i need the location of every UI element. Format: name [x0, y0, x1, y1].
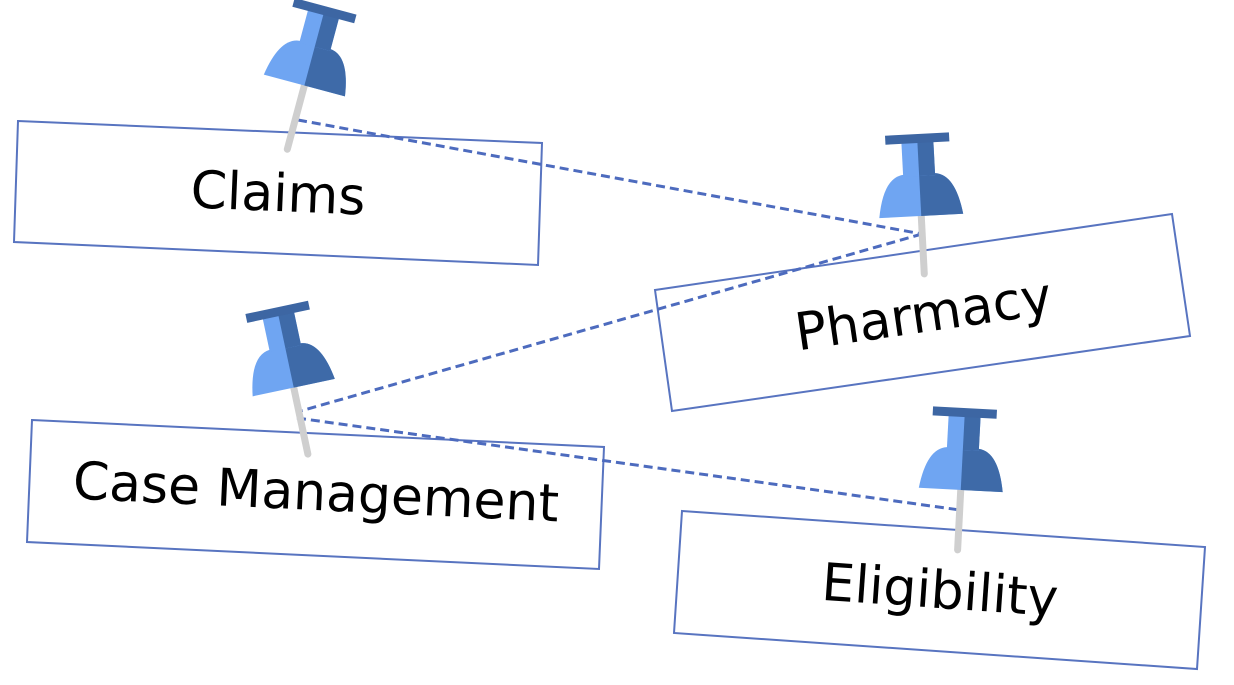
connector-pharmacy-case-management: [296, 232, 923, 414]
connectors: [296, 118, 961, 512]
pushpin-icon: [879, 132, 964, 278]
card-eligibility: Eligibility: [672, 509, 1207, 671]
card-eligibility-box: [672, 509, 1207, 671]
card-pharmacy: Pharmacy: [653, 212, 1192, 413]
card-claims: Claims: [12, 119, 544, 267]
pushpin-icon: [918, 406, 1003, 554]
pushpin-icon: [263, 0, 357, 153]
card-case-management-box: [25, 418, 606, 571]
card-claims-box: [12, 119, 544, 267]
card-claims-label: Claims: [189, 160, 366, 227]
card-pharmacy-box: [653, 212, 1192, 413]
card-case-management: Case Management: [25, 418, 606, 571]
pushpin-icon: [245, 300, 335, 458]
connector-claims-pharmacy: [297, 118, 923, 236]
